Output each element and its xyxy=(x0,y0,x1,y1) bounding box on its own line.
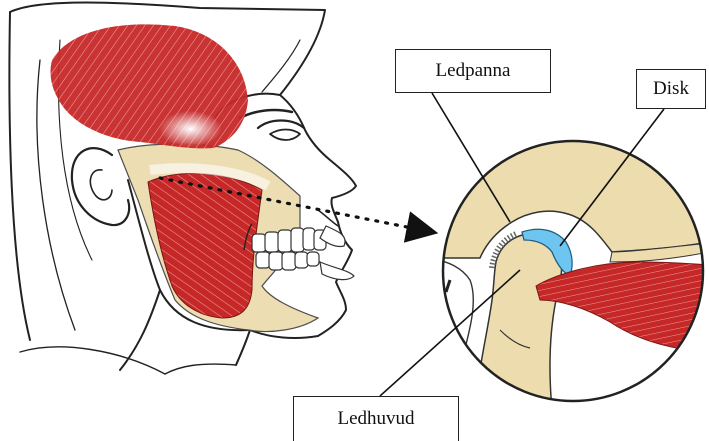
label-ledpanna: Ledpanna xyxy=(395,49,551,93)
label-ledhuvud: Ledhuvud xyxy=(293,396,459,441)
ear xyxy=(72,148,129,225)
label-disk: Disk xyxy=(636,69,706,109)
joint-closeup xyxy=(430,140,709,410)
